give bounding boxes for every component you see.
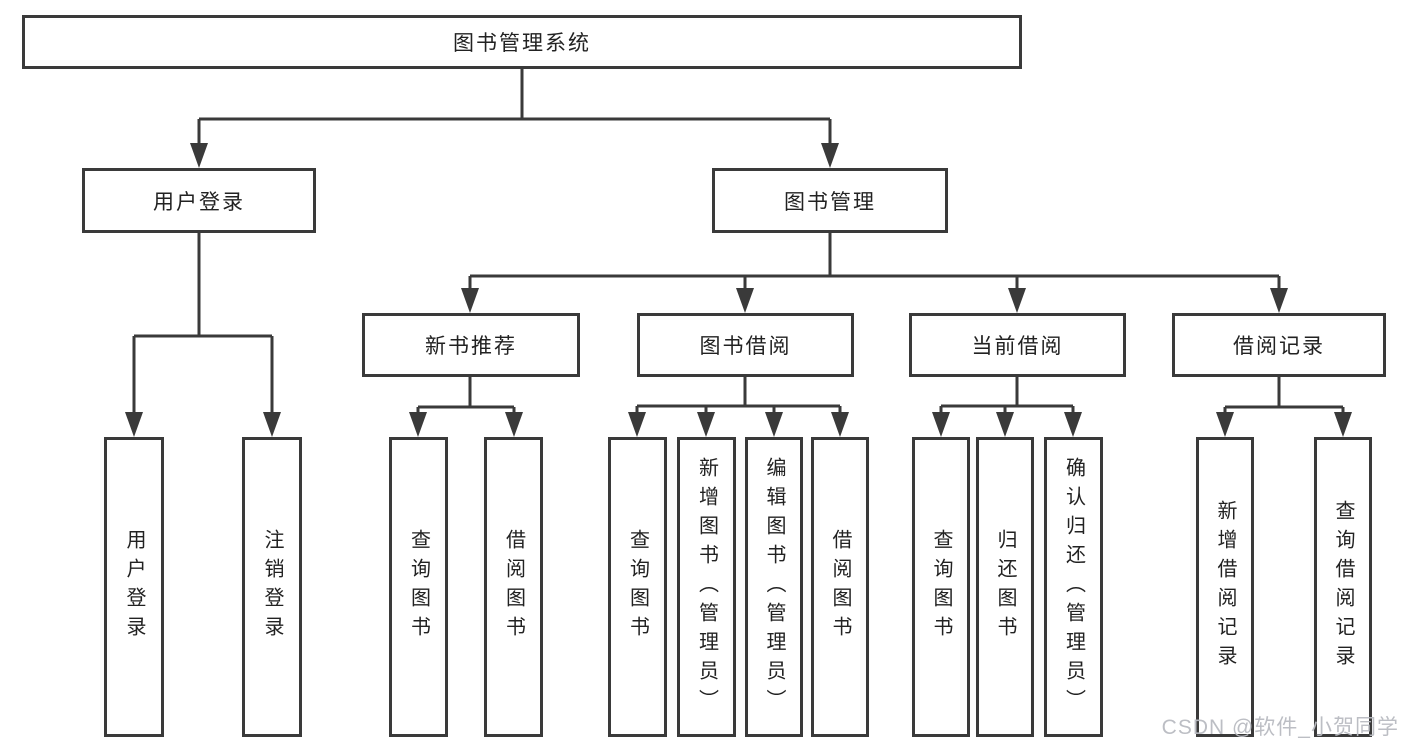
leaf-label: 确认归还（管理员） <box>1062 456 1085 718</box>
node-leaf-add-borrow-record: 新增借阅记录 <box>1196 437 1254 737</box>
leaf-label: 查询图书 <box>930 529 952 645</box>
node-leaf-query-borrow-record: 查询借阅记录 <box>1314 437 1372 737</box>
leaf-label: 注销登录 <box>261 529 283 645</box>
leaf-label: 查询借阅记录 <box>1332 500 1354 674</box>
node-current-borrowing: 当前借阅 <box>909 313 1126 377</box>
leaf-label: 借阅图书 <box>829 529 851 645</box>
node-leaf-user-login: 用户登录 <box>104 437 164 737</box>
node-leaf-borrow-books: 借阅图书 <box>484 437 543 737</box>
node-book-management: 图书管理 <box>712 168 948 233</box>
node-leaf-query-books: 查询图书 <box>608 437 667 737</box>
node-leaf-borrow-books: 借阅图书 <box>811 437 869 737</box>
leaf-label: 查询图书 <box>407 529 430 645</box>
leaf-label: 新增借阅记录 <box>1214 500 1236 674</box>
node-book-borrowing: 图书借阅 <box>637 313 854 377</box>
node-library-management-system: 图书管理系统 <box>22 15 1022 69</box>
node-leaf-return-books: 归还图书 <box>976 437 1034 737</box>
node-user-login: 用户登录 <box>82 168 316 233</box>
node-leaf-edit-books-admin: 编辑图书（管理员） <box>745 437 803 737</box>
leaf-label: 编辑图书（管理员） <box>763 456 785 718</box>
node-leaf-logout: 注销登录 <box>242 437 302 737</box>
node-leaf-query-books: 查询图书 <box>389 437 448 737</box>
leaf-label: 借阅图书 <box>502 529 525 645</box>
node-new-book-recommend: 新书推荐 <box>362 313 580 377</box>
csdn-watermark: CSDN @软件_小贺同学 <box>1161 716 1399 739</box>
leaf-label: 用户登录 <box>123 529 145 645</box>
leaf-label: 新增图书（管理员） <box>695 456 718 718</box>
leaf-label: 查询图书 <box>626 529 649 645</box>
leaf-label: 归还图书 <box>994 529 1016 645</box>
node-leaf-query-books: 查询图书 <box>912 437 970 737</box>
node-borrow-records: 借阅记录 <box>1172 313 1386 377</box>
node-leaf-add-books-admin: 新增图书（管理员） <box>677 437 736 737</box>
node-leaf-confirm-return-admin: 确认归还（管理员） <box>1044 437 1103 737</box>
